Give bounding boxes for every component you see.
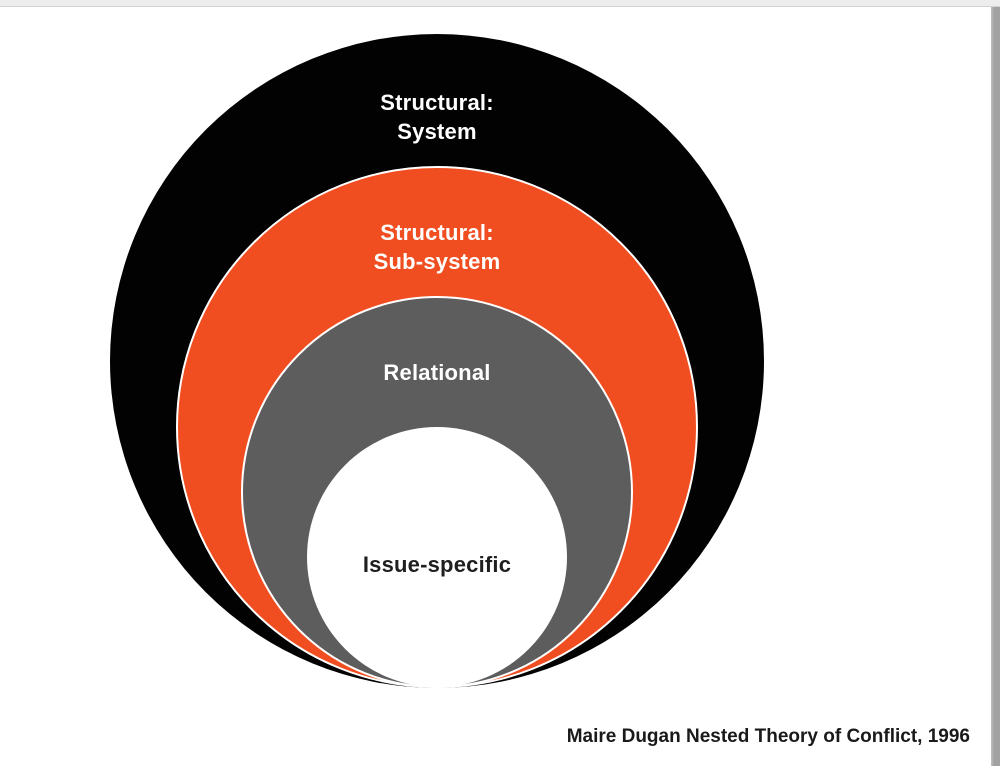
caption-attribution: Maire Dugan Nested Theory of Conflict, 1… [566,726,970,747]
label-line: System [397,119,477,144]
label-structural-system: Structural: System [380,88,493,146]
label-relational: Relational [383,358,490,387]
scrollbar-track[interactable] [991,7,1000,766]
window-top-edge [0,0,1000,7]
label-line: Relational [383,360,491,385]
label-line: Sub-system [373,249,501,274]
label-line: Structural: [380,90,494,115]
label-line: Structural: [380,220,494,245]
label-issue-specific: Issue-specific [363,550,511,579]
circle-issue-specific [307,427,567,687]
label-structural-subsystem: Structural: Sub-system [374,218,501,276]
label-line: Issue-specific [362,552,512,577]
